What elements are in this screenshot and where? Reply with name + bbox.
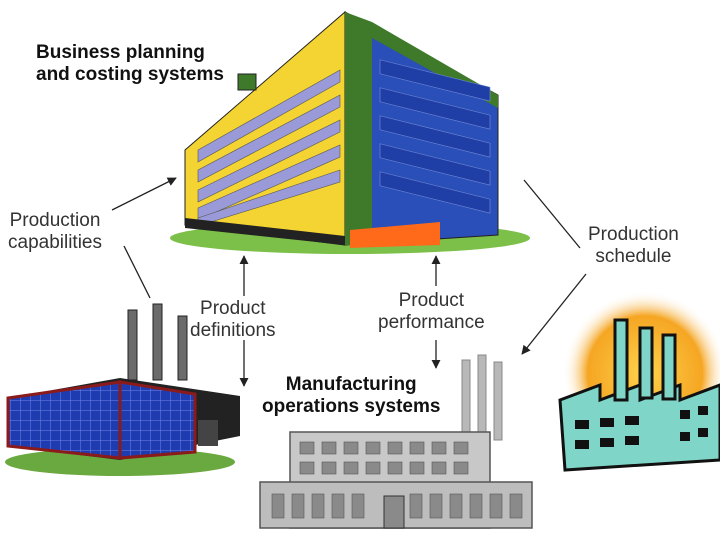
definitions-line2: definitions: [190, 320, 276, 341]
performance-line1: Product: [398, 290, 465, 311]
product-definitions-label: Product definitions: [190, 298, 276, 342]
capabilities-line2: capabilities: [8, 232, 102, 253]
arrow-schedule-upper: [523, 179, 581, 249]
arrow-schedule-lower: [521, 273, 587, 355]
dark-factory-icon: [5, 303, 240, 476]
office-building-icon: [170, 10, 530, 254]
gray-plant-icon: [259, 354, 533, 529]
flow-arrows: [111, 177, 587, 387]
schedule-line2: schedule: [595, 246, 672, 267]
business-systems-label: Business planning and costing systems: [36, 42, 224, 86]
manufacturing-label-line1: Manufacturing: [285, 374, 417, 395]
definitions-line1: Product: [200, 298, 266, 319]
manufacturing-label-line2: operations systems: [262, 396, 441, 417]
schedule-line1: Production: [588, 224, 679, 245]
arrow-capabilities-upper: [111, 177, 177, 211]
capabilities-line1: Production: [9, 210, 101, 231]
business-label-line1: Business planning: [36, 42, 205, 63]
performance-line2: performance: [378, 312, 485, 333]
manufacturing-systems-label: Manufacturing operations systems: [262, 374, 440, 418]
production-capabilities-label: Production capabilities: [8, 210, 102, 254]
arrow-capabilities: [123, 245, 151, 299]
sunrise-factory-icon: [558, 283, 720, 472]
production-schedule-label: Production schedule: [588, 224, 679, 268]
business-label-line2: and costing systems: [36, 64, 224, 85]
product-performance-label: Product performance: [378, 290, 485, 334]
